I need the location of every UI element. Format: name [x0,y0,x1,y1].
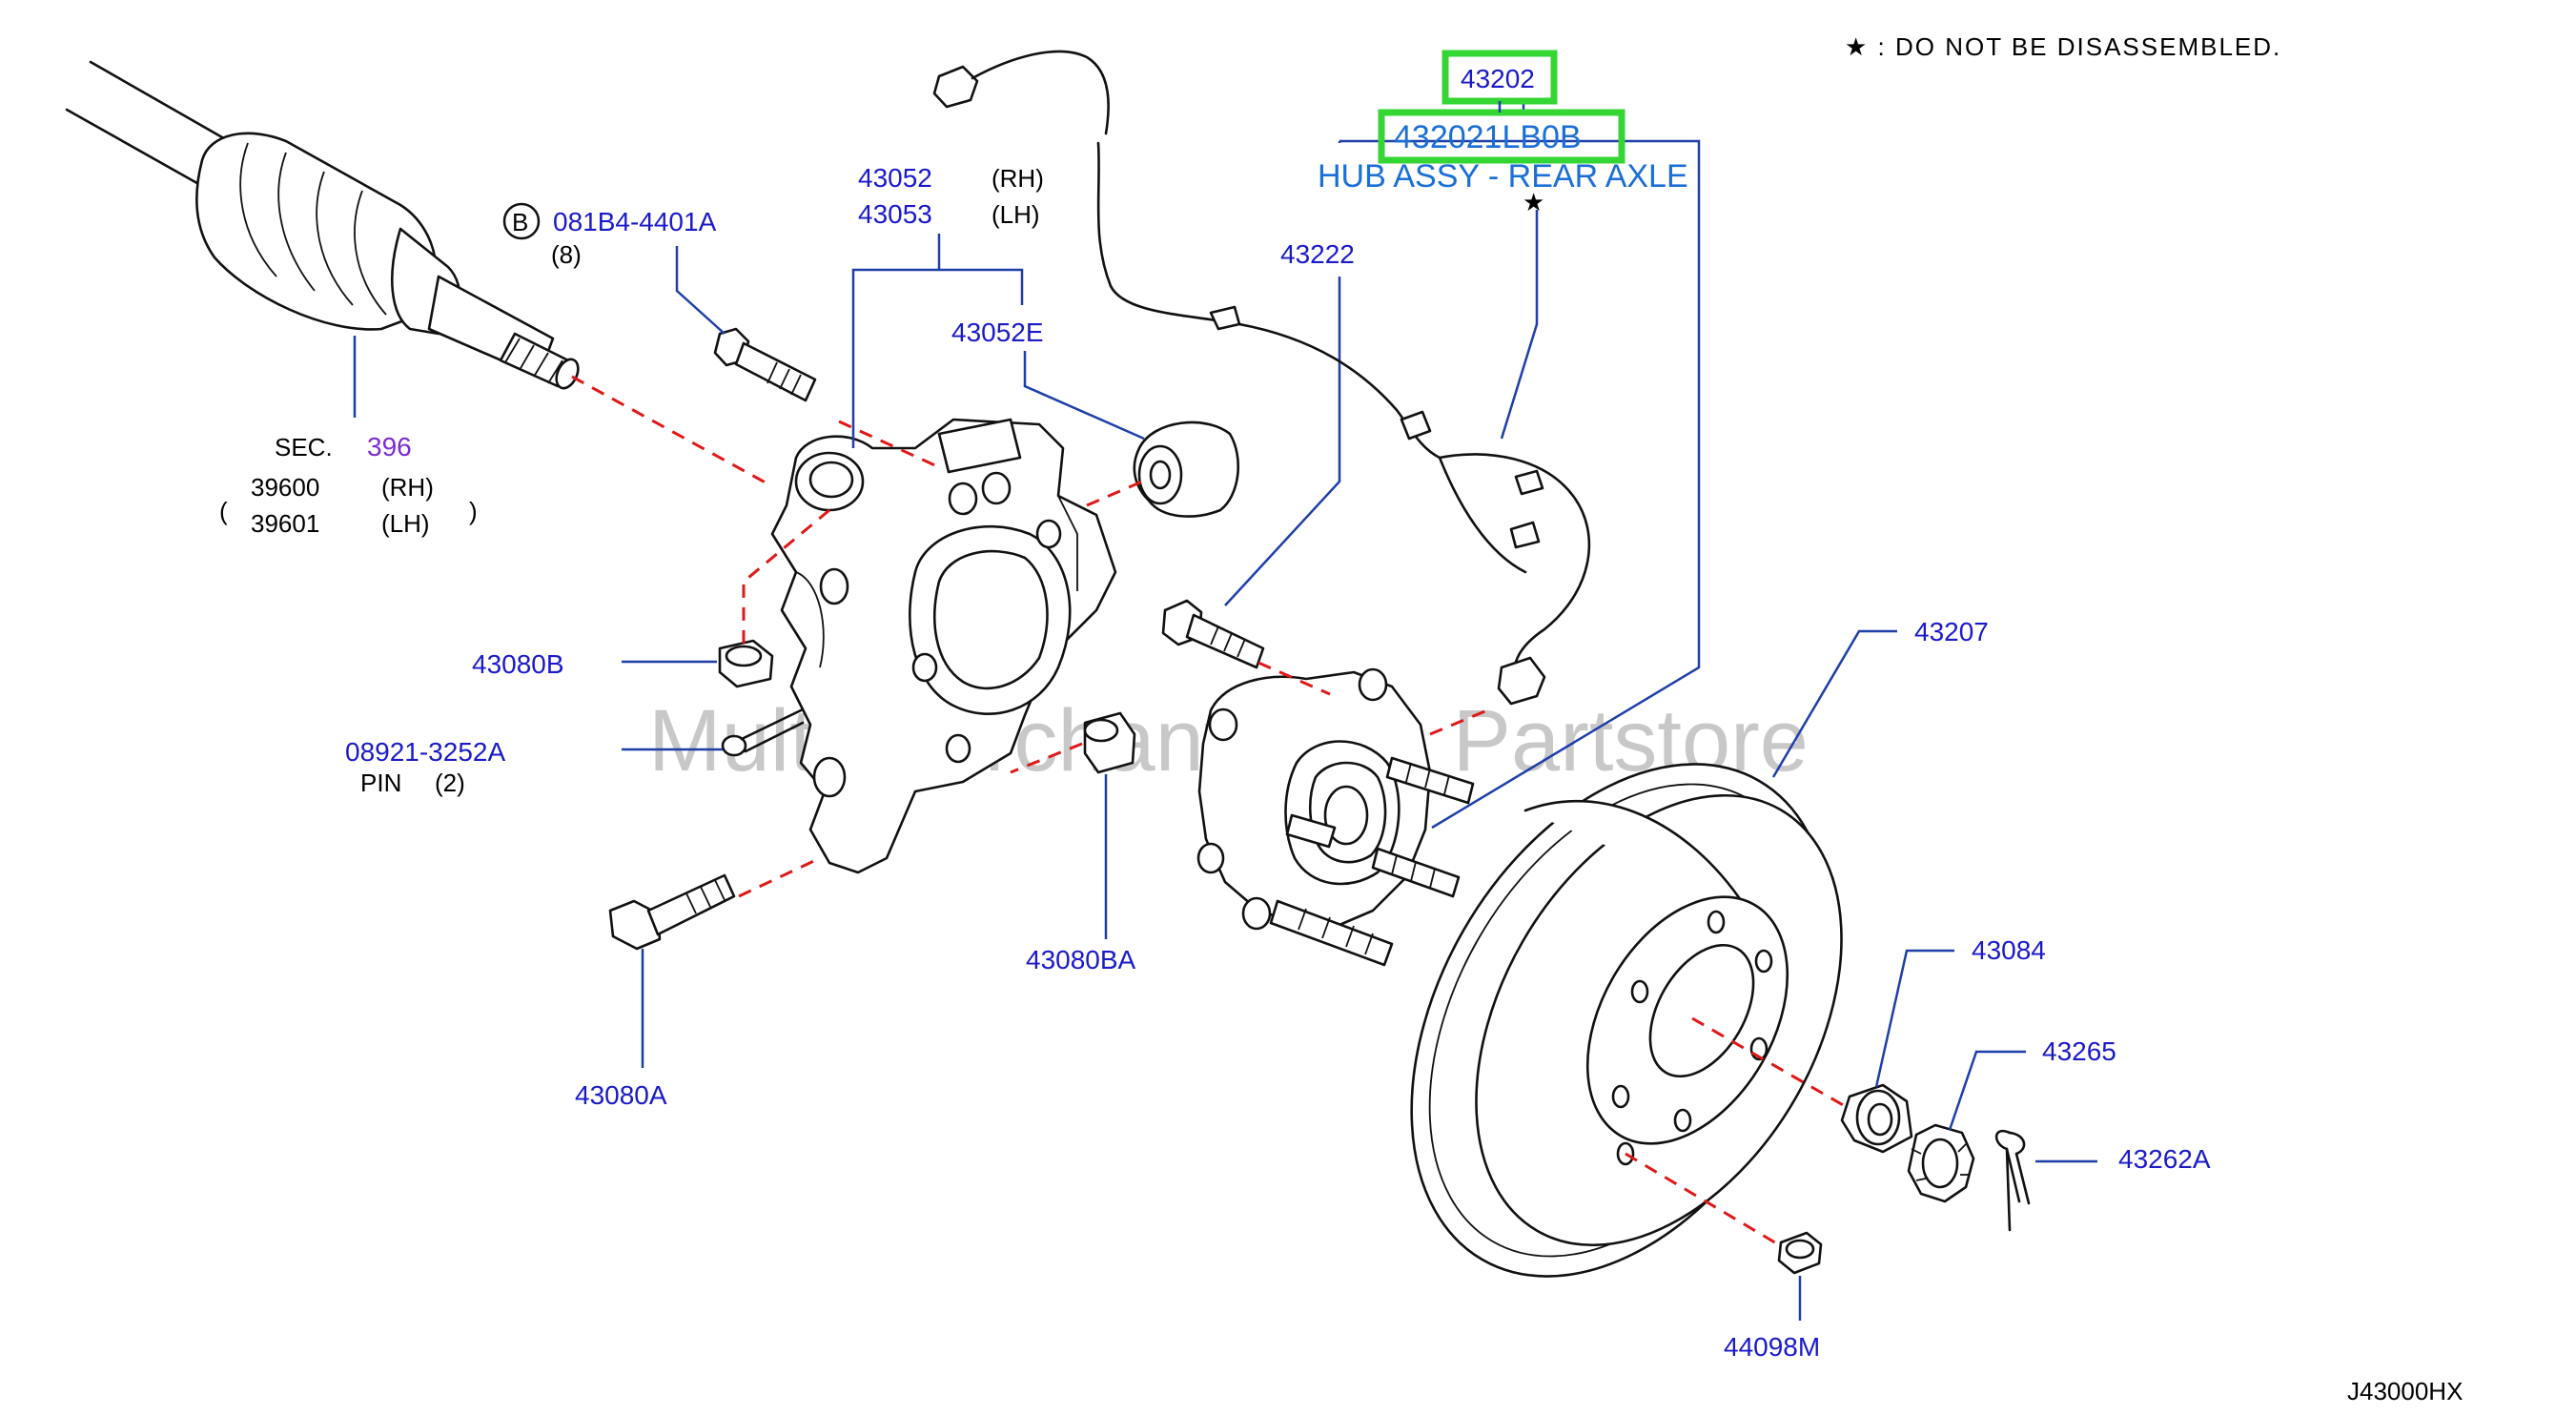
diagram-code: J43000HX [2347,1377,2463,1405]
label-43080ba[interactable]: 43080BA [1026,945,1136,974]
label-081b4-4401a[interactable]: 081B4-4401A [553,207,717,236]
steering-knuckle[interactable] [770,418,1117,874]
label-43084[interactable]: 43084 [1972,935,2046,965]
label-43080a[interactable]: 43080A [575,1080,667,1110]
label-43207[interactable]: 43207 [1914,617,1989,646]
label-sec-396[interactable]: 396 [367,432,412,461]
label-43053[interactable]: 43053 [858,199,932,229]
hub-bolt-43222[interactable] [1161,599,1265,669]
drive-shaft[interactable] [65,60,583,392]
bolt-circle-b: B [512,208,528,236]
label-43052-side: (RH) [992,164,1044,193]
nut-43080b[interactable] [718,639,774,688]
label-44098m[interactable]: 44098M [1724,1332,1820,1362]
label-43262a[interactable]: 43262A [2118,1144,2211,1174]
label-39600[interactable]: 39600 [251,473,319,502]
hub-assy[interactable] [1196,667,1475,967]
label-39601[interactable]: 39601 [251,509,319,538]
label-43052e[interactable]: 43052E [951,318,1044,347]
label-43053-side: (LH) [992,200,1040,229]
label-43265[interactable]: 43265 [2042,1036,2116,1066]
bolt-43080a[interactable] [608,873,736,951]
star-mark: ★ [1523,188,1544,216]
label-43222[interactable]: 43222 [1280,239,1355,269]
label-sec: SEC. [275,433,333,461]
lock-cap-43265[interactable] [1907,1123,1975,1203]
label-pin-qty: (2) [435,769,465,797]
label-43052[interactable]: 43052 [858,163,932,193]
cotter-pin-43262a[interactable] [1994,1129,2031,1232]
label-432021lb0b[interactable]: 432021LB0B [1394,119,1582,155]
brake-disc-43207[interactable] [1325,690,1916,1350]
label-pin: PIN [360,769,401,797]
wheel-stud-44098m[interactable] [1777,1231,1823,1275]
label-081b4-qty: (8) [551,240,582,269]
label-39601-side: (LH) [381,509,430,538]
bushing-43052e[interactable] [1133,420,1240,518]
label-39600-side: (RH) [381,473,434,502]
bolt-081b4[interactable] [713,327,817,402]
nut-43084[interactable] [1840,1083,1913,1154]
label-43080b[interactable]: 43080B [472,649,564,679]
sleeve-43080ba[interactable] [1083,711,1136,774]
label-hub-assy-rear-axle: HUB ASSY - REAR AXLE [1318,158,1688,195]
paren-open: ( [219,497,228,525]
label-08921-3252a[interactable]: 08921-3252A [345,737,505,767]
label-43202[interactable]: 43202 [1461,64,1535,93]
abs-sensor-43202[interactable] [932,50,1591,706]
highlight-box-432021lb0b [1378,109,1625,164]
paren-close: ) [469,497,478,525]
cotter-pin-08921[interactable] [721,708,805,757]
disassembly-note: ★ : DO NOT BE DISASSEMBLED. [1845,32,2281,61]
